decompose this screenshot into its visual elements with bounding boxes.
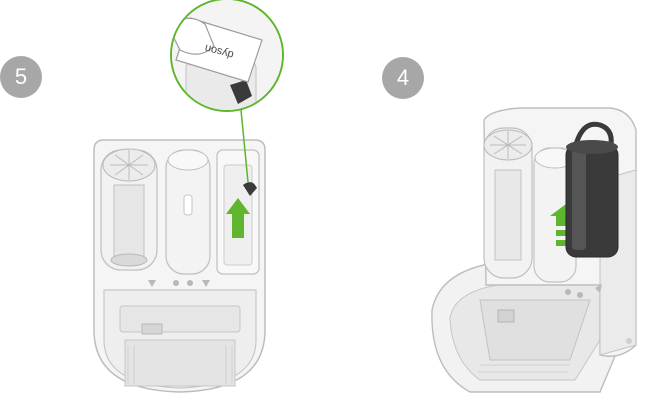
filter-cylinder (101, 149, 157, 270)
dock-top-view (94, 140, 265, 392)
dock-perspective-view (432, 108, 636, 392)
solution-slot (217, 150, 259, 274)
water-tank (166, 150, 210, 274)
solution-bottle (566, 124, 618, 257)
